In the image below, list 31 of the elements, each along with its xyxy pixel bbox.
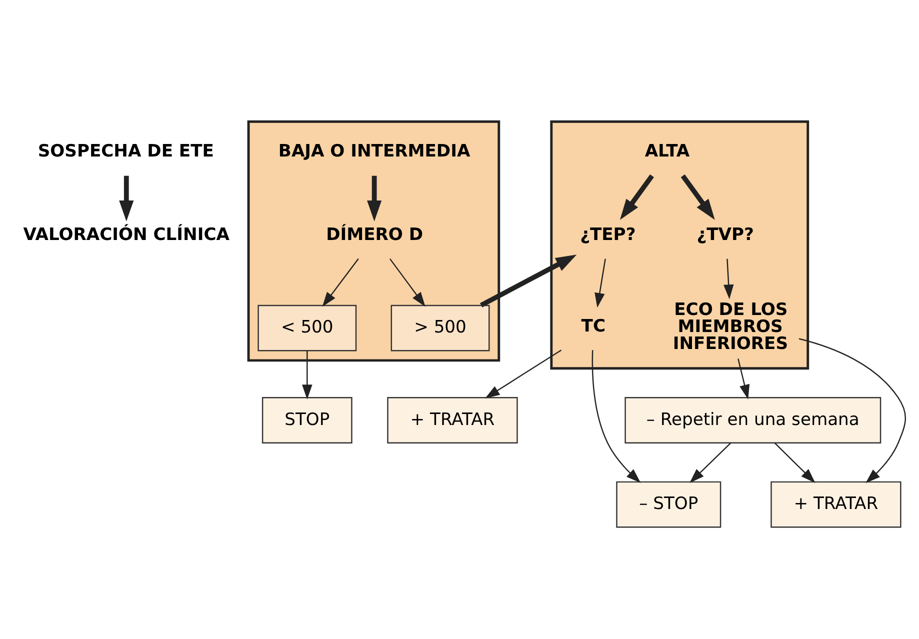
arrow	[620, 174, 654, 220]
node-text: BAJA O INTERMEDIA	[278, 142, 470, 162]
cluster	[247, 120, 500, 362]
cluster	[550, 120, 810, 370]
arrow	[680, 174, 715, 220]
node-box: STOP	[262, 397, 352, 444]
node-text: ¿TVP?	[696, 224, 754, 245]
arrow	[302, 351, 312, 400]
node-box: > 500	[390, 304, 490, 352]
arrow	[690, 442, 732, 483]
arrow	[592, 350, 641, 483]
node-text: DÍMERO D	[326, 224, 424, 245]
node-box: + TRATAR	[770, 481, 902, 528]
arrow	[485, 350, 562, 398]
arrow	[594, 258, 606, 308]
node-box: + TRATAR	[387, 397, 518, 444]
arrow	[119, 176, 134, 222]
node-box: – STOP	[616, 481, 722, 528]
node-box: < 500	[258, 304, 357, 352]
arrow	[367, 176, 382, 222]
node-text: ALTA	[644, 142, 690, 162]
arrow	[322, 258, 359, 307]
arrow	[389, 258, 426, 307]
arrow	[774, 442, 816, 483]
arrow	[723, 258, 734, 300]
node-text: TC	[581, 316, 606, 336]
node-text: ¿TEP?	[580, 224, 636, 245]
node-box: – Repetir en una semana	[624, 397, 882, 444]
node-text: ECO DE LOS MIEMBROS INFERIORES	[672, 300, 788, 354]
node-text: VALORACIÓN CLÍNICA	[23, 224, 230, 245]
node-text: SOSPECHA DE ETE	[38, 142, 214, 162]
